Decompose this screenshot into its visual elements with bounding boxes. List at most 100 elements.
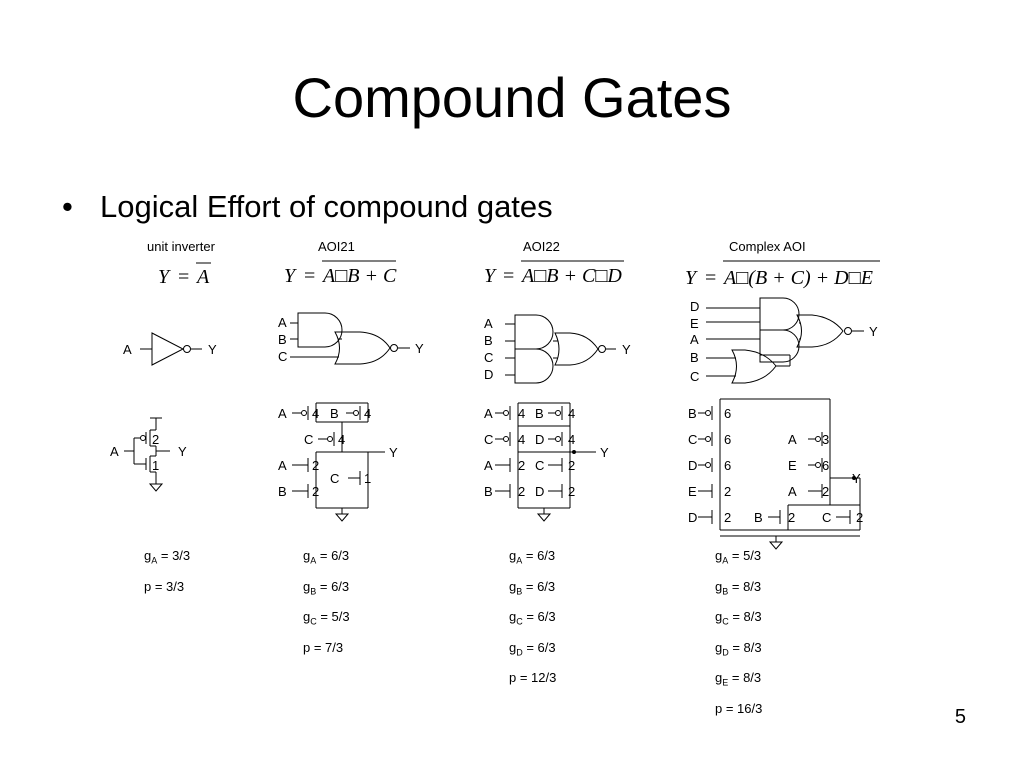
svg-text:A□B + C: A□B + C: [321, 265, 397, 287]
nor-gate: [796, 314, 844, 348]
svg-text:B: B: [690, 350, 699, 365]
svg-text:C: C: [330, 471, 339, 486]
svg-text:A: A: [484, 458, 493, 473]
equation-inverter: Y = A: [158, 262, 211, 288]
svg-text:=: =: [705, 267, 716, 289]
svg-text:A□B + C□D: A□B + C□D: [520, 265, 622, 287]
svg-text:A: A: [110, 444, 119, 459]
svg-text:2: 2: [518, 484, 525, 499]
svg-text:6: 6: [822, 458, 829, 473]
svg-text:D: D: [535, 432, 544, 447]
svg-text:2: 2: [724, 510, 731, 525]
svg-text:4: 4: [312, 406, 319, 421]
heading-aoi21: AOI21: [318, 239, 355, 254]
svg-text:3: 3: [822, 432, 829, 447]
aoi22-schematic: A 4 B 4 C 4 D 4 Y A 2 C 2 B 2 D 2: [484, 402, 609, 522]
effort-list-aoi22: gA = 6/3 gB = 6/3 gC = 6/3 gD = 6/3 p = …: [509, 543, 556, 691]
equation-aoi22: Y = A□B + C□D: [484, 260, 624, 287]
svg-text:B: B: [484, 484, 493, 499]
svg-text:A□(B + C) + D□E: A□(B + C) + D□E: [722, 267, 873, 289]
and-gate-de: [759, 297, 800, 331]
effort-item: gB = 8/3: [715, 578, 762, 597]
svg-text:4: 4: [568, 432, 575, 447]
svg-text:4: 4: [518, 432, 525, 447]
svg-text:Y: Y: [685, 267, 698, 289]
effort-item: gB = 6/3: [509, 578, 556, 597]
svg-text:B: B: [754, 510, 763, 525]
effort-item: gA = 6/3: [303, 548, 350, 566]
slide-title: Compound Gates: [292, 66, 732, 129]
effort-item: gD = 8/3: [715, 639, 762, 658]
svg-text:E: E: [688, 484, 697, 499]
svg-text:A: A: [278, 406, 287, 421]
ground-symbol: [768, 541, 784, 550]
inverter-schematic: 2 1 A Y: [110, 417, 187, 492]
svg-text:Y: Y: [178, 444, 187, 459]
svg-text:1: 1: [364, 471, 371, 486]
svg-text:A: A: [123, 342, 132, 357]
svg-text:A: A: [788, 484, 797, 499]
ground-symbol: [334, 513, 350, 522]
effort-list-aoi21: gA = 6/3 gB = 6/3 gC = 5/3 p = 7/3: [303, 543, 350, 661]
svg-text:=: =: [503, 265, 514, 287]
aoi21-symbol: A B C Y: [278, 312, 424, 365]
svg-text:2: 2: [568, 484, 575, 499]
svg-text:A: A: [278, 458, 287, 473]
effort-list-complex-aoi: gA = 5/3 gB = 8/3 gC = 8/3 gD = 8/3 gE =…: [715, 543, 762, 722]
svg-text:4: 4: [518, 406, 525, 421]
svg-text:E: E: [690, 316, 699, 331]
svg-text:4: 4: [364, 406, 371, 421]
complex-aoi-symbol: D E A B C Y: [690, 297, 878, 384]
effort-list-inverter: gA = 3/3 p = 3/3: [144, 543, 190, 600]
svg-text:C: C: [535, 458, 544, 473]
and-gate-a: [759, 329, 800, 363]
svg-text:1: 1: [152, 458, 159, 473]
svg-text:2: 2: [788, 510, 795, 525]
svg-text:A: A: [788, 432, 797, 447]
svg-text:C: C: [304, 432, 313, 447]
bullet-item: •Logical Effort of compound gates: [62, 186, 553, 228]
effort-item: gC = 8/3: [715, 609, 762, 627]
complex-aoi-schematic: B 6 C 6 A 3 D 6 E 6 Y E 2 A 2 D 2 B 2 C …: [688, 398, 863, 550]
or-gate-bc: [731, 349, 777, 384]
and-gate-bottom: [514, 348, 554, 384]
svg-text:Y: Y: [158, 266, 171, 288]
aoi22-symbol: A B C D Y: [484, 314, 631, 384]
equation-complex-aoi: Y = A□(B + C) + D□E: [685, 260, 880, 289]
svg-text:A: A: [484, 316, 493, 331]
svg-text:B: B: [330, 406, 339, 421]
svg-text:2: 2: [724, 484, 731, 499]
svg-text:Y: Y: [389, 445, 398, 460]
svg-text:Y: Y: [415, 341, 424, 356]
svg-text:B: B: [278, 332, 287, 347]
and-gate-top: [514, 314, 554, 350]
heading-aoi22: AOI22: [523, 239, 560, 254]
and-gate: [297, 312, 343, 348]
effort-item: gE = 8/3: [715, 670, 762, 688]
svg-text:Y: Y: [622, 342, 631, 357]
svg-text:D: D: [535, 484, 544, 499]
svg-text:B: B: [484, 333, 493, 348]
svg-text:Y: Y: [484, 265, 497, 287]
svg-text:4: 4: [568, 406, 575, 421]
svg-text:C: C: [278, 349, 287, 364]
bullet-dot: •: [62, 189, 73, 224]
svg-text:Y: Y: [869, 324, 878, 339]
effort-item: p = 7/3: [303, 639, 344, 655]
svg-text:Y: Y: [284, 265, 297, 287]
effort-item: gC = 5/3: [303, 609, 350, 627]
svg-text:2: 2: [312, 484, 319, 499]
svg-text:2: 2: [152, 432, 159, 447]
svg-text:4: 4: [338, 432, 345, 447]
svg-text:6: 6: [724, 458, 731, 473]
effort-item: gA = 5/3: [715, 548, 762, 566]
svg-text:B: B: [535, 406, 544, 421]
svg-text:B: B: [688, 406, 697, 421]
effort-item: gA = 3/3: [144, 548, 191, 566]
svg-text:D: D: [688, 510, 697, 525]
svg-text:2: 2: [518, 458, 525, 473]
svg-text:=: =: [304, 265, 315, 287]
svg-text:E: E: [788, 458, 797, 473]
effort-item: gA = 6/3: [509, 548, 556, 566]
